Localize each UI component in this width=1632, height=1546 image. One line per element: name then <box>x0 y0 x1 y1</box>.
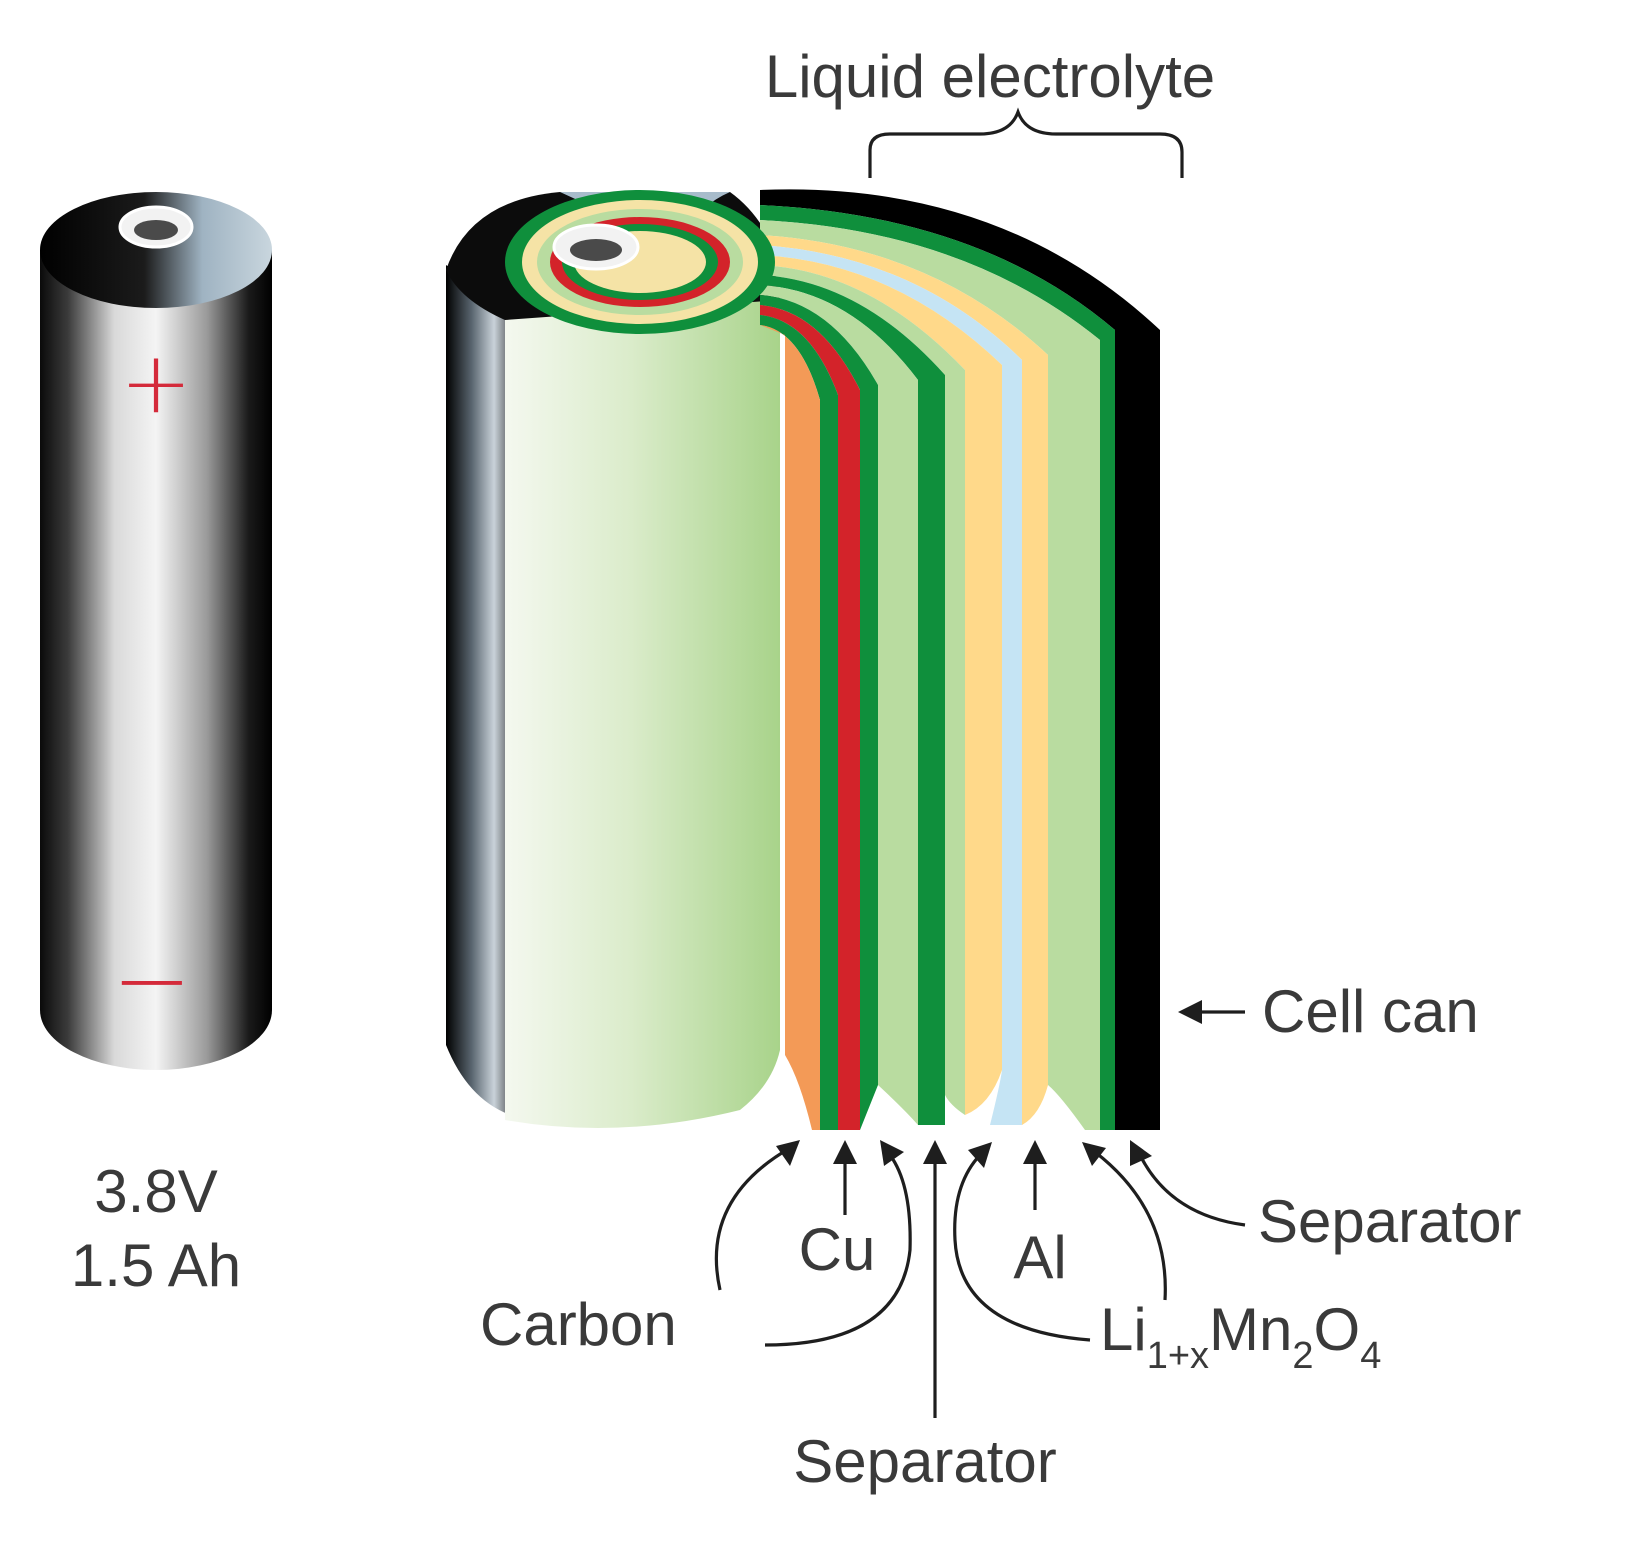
rolled-anode <box>505 300 780 1128</box>
layer-can-top <box>760 189 1160 330</box>
layer-separator-cu <box>760 315 838 1130</box>
layer-copper-orange <box>760 325 820 1130</box>
cutaway-battery <box>446 189 1160 1130</box>
cathode-formula-label: Li1+xMn2O4 <box>1100 1296 1381 1377</box>
plus-sign: + <box>120 333 192 433</box>
terminal-hole <box>570 239 622 261</box>
cutaway-can-edge <box>446 265 520 1118</box>
separator-bottom-label: Separator <box>793 1428 1057 1495</box>
separator-right-label: Separator <box>1258 1188 1522 1255</box>
liquid-electrolyte-label: Liquid electrolyte <box>765 43 1215 110</box>
minus-sign: − <box>112 924 192 1036</box>
small-battery-body <box>40 250 272 1070</box>
capacity-label: 1.5 Ah <box>71 1232 241 1299</box>
layer-cathode-yellow <box>760 255 1002 1115</box>
layer-separator-mid <box>760 275 945 1125</box>
small-battery: + − <box>40 192 272 1070</box>
layer-copper-red <box>760 305 860 1130</box>
cu-label: Cu <box>799 1216 876 1283</box>
layer-can <box>1115 330 1160 1130</box>
carbon-label: Carbon <box>480 1291 677 1358</box>
layer-cathode-green <box>760 265 965 1115</box>
layer-cathode-outer <box>760 220 1100 1130</box>
bracket-icon <box>868 107 1184 178</box>
al-label: Al <box>1013 1224 1066 1291</box>
layer-separator-inner <box>760 295 878 1130</box>
cell-can-label: Cell can <box>1262 978 1479 1045</box>
terminal-hole <box>134 220 178 240</box>
layer-anode-green <box>760 285 918 1125</box>
small-battery-top <box>40 192 272 308</box>
leader-arrows <box>714 1140 1246 1418</box>
arrow-left-icon <box>1178 1000 1245 1024</box>
voltage-label: 3.8V <box>94 1158 217 1225</box>
